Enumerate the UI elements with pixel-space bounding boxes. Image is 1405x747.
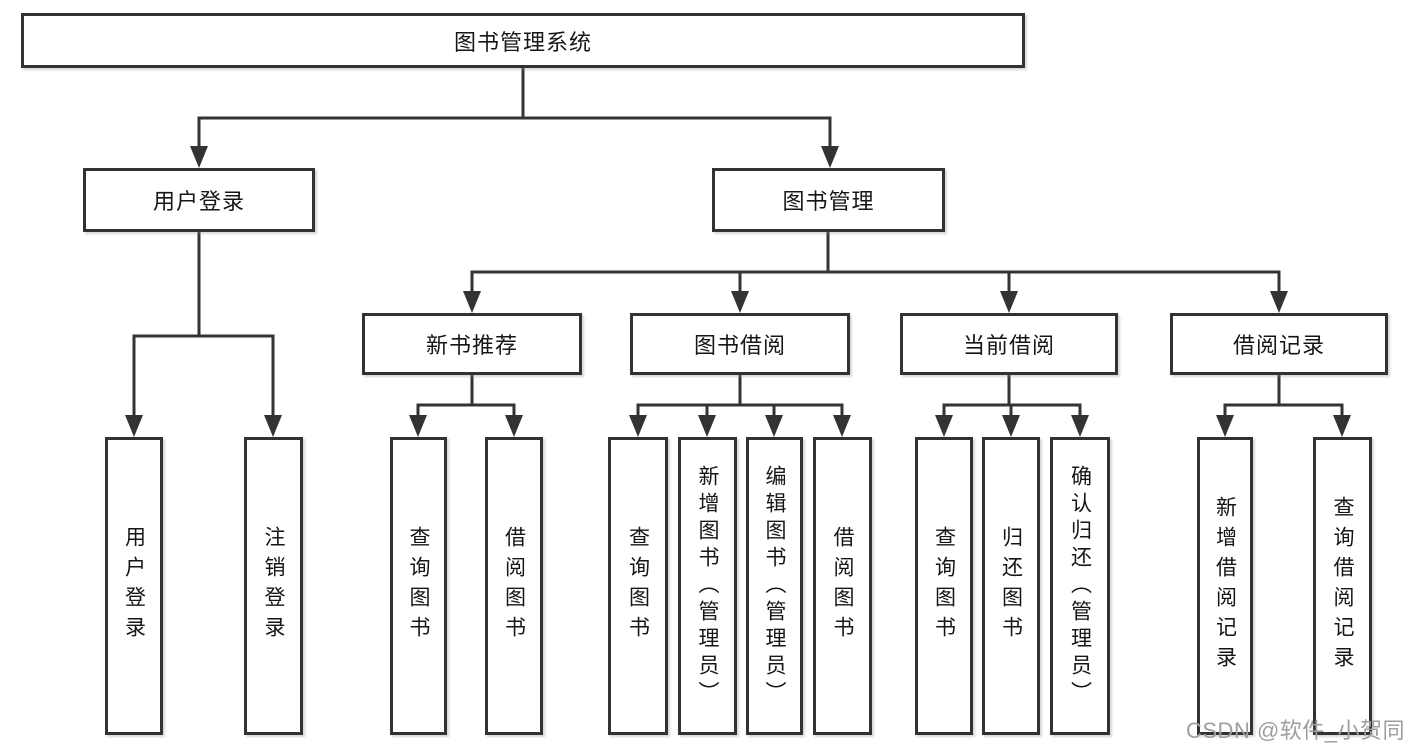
node-label: 借阅图书 [502,526,526,646]
node-book-management: 图书管理 [712,168,945,232]
node-label: 编辑图书（管理员） [763,464,786,708]
leaf-add-borrow-record: 新增借阅记录 [1197,437,1253,735]
node-label: 确认归还（管理员） [1068,464,1092,708]
csdn-watermark: CSDN @软件_小贺同学 [1186,718,1405,743]
leaf-user-login: 用户登录 [105,437,163,735]
leaf-query-borrow-record: 查询借阅记录 [1313,437,1372,735]
node-label: 新书推荐 [425,333,518,358]
leaf-query-book-current: 查询图书 [915,437,973,735]
node-label: 注销登录 [262,526,285,646]
node-label: 新增借阅记录 [1213,496,1237,676]
leaf-borrow-book-borrowing: 借阅图书 [813,437,872,735]
node-label: 查询图书 [407,526,430,646]
node-label: 借阅图书 [831,526,854,646]
node-current-borrowing: 当前借阅 [900,313,1118,375]
node-library-management-system: 图书管理系统 [21,13,1025,68]
leaf-confirm-return-admin: 确认归还（管理员） [1050,437,1110,735]
node-user-login: 用户登录 [83,168,315,232]
node-label: 图书管理系统 [453,29,592,55]
node-label: 查询图书 [626,526,650,646]
node-label: 归还图书 [999,526,1023,646]
leaf-edit-book-admin: 编辑图书（管理员） [746,437,803,735]
leaf-query-book-borrowing: 查询图书 [608,437,668,735]
node-label: 图书管理 [782,189,875,214]
node-borrow-records: 借阅记录 [1170,313,1388,375]
node-label: 图书借阅 [693,333,786,358]
node-new-book-recommend: 新书推荐 [362,313,582,375]
node-label: 借阅记录 [1232,333,1325,358]
node-label: 当前借阅 [962,333,1055,358]
node-label: 用户登录 [152,189,245,214]
leaf-add-book-admin: 新增图书（管理员） [678,437,737,735]
leaf-logout: 注销登录 [244,437,303,735]
node-book-borrowing: 图书借阅 [630,313,850,375]
leaf-query-book-newbooks: 查询图书 [390,437,447,735]
leaf-borrow-book-newbooks: 借阅图书 [485,437,543,735]
leaf-return-book: 归还图书 [982,437,1040,735]
node-label: 新增图书（管理员） [696,464,719,708]
node-label: 查询图书 [932,526,956,646]
node-label: 用户登录 [122,526,146,646]
node-label: 查询借阅记录 [1331,496,1354,676]
